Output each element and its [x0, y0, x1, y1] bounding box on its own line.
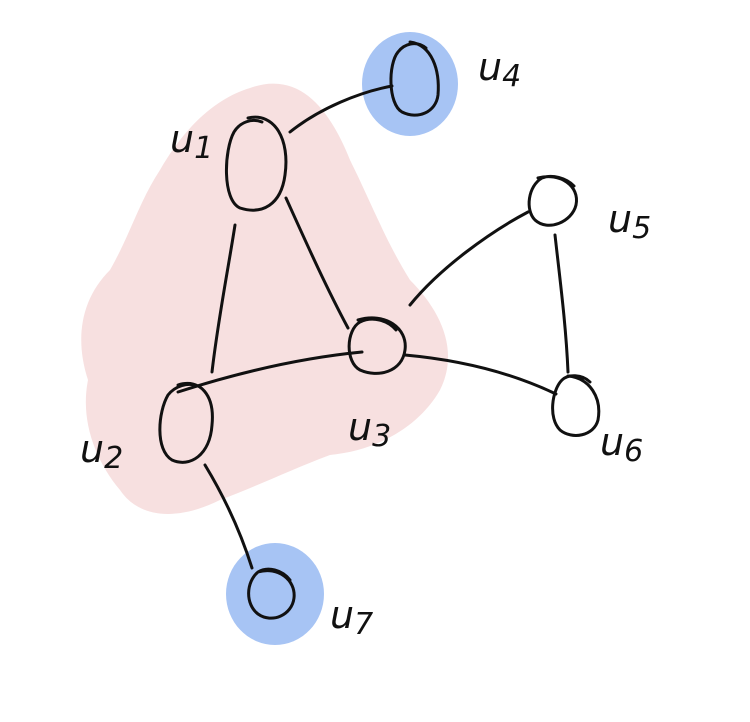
edge-u1-u4	[288, 84, 394, 134]
label-u3-index: 3	[372, 419, 391, 454]
label-u3: u3	[348, 405, 391, 454]
edge-u1-u3	[284, 196, 350, 330]
label-u1: u1	[170, 117, 213, 166]
label-u7-letter: u	[330, 593, 354, 637]
label-u6: u6	[600, 420, 643, 469]
node-labels: u1 u2 u3 u4 u5 u6 u7	[80, 45, 651, 642]
label-u1-letter: u	[170, 117, 194, 161]
edge-u5-u6	[553, 233, 570, 374]
node-u2[interactable]	[158, 382, 214, 464]
cluster-highlight	[81, 83, 449, 514]
nodes	[158, 40, 601, 620]
label-u7: u7	[330, 593, 373, 642]
label-u6-index: 6	[624, 434, 643, 469]
label-u4: u4	[478, 45, 521, 94]
node-u6[interactable]	[551, 374, 601, 437]
label-u5-letter: u	[608, 197, 632, 241]
edge-u3-u6	[403, 353, 558, 396]
label-u2-index: 2	[104, 441, 123, 476]
node-u4[interactable]	[389, 40, 440, 117]
label-u4-letter: u	[478, 45, 502, 89]
label-u5: u5	[608, 197, 651, 246]
node-u7[interactable]	[247, 567, 296, 620]
label-u5-index: 5	[632, 211, 651, 246]
node-u4-highlight	[362, 32, 458, 136]
label-u2-letter: u	[80, 427, 104, 471]
label-u4-index: 4	[502, 59, 521, 94]
node-u3[interactable]	[347, 316, 407, 375]
label-u3-letter: u	[348, 405, 372, 449]
node-u5[interactable]	[527, 174, 578, 227]
label-u6-letter: u	[600, 420, 624, 464]
label-u7-index: 7	[354, 607, 373, 642]
node-u1[interactable]	[225, 115, 288, 212]
label-u2: u2	[80, 427, 123, 476]
label-u1-index: 1	[194, 131, 213, 166]
edge-u2-u7	[203, 463, 254, 570]
edge-u1-u2	[210, 223, 237, 374]
edge-u3-u5	[408, 210, 530, 307]
edges	[176, 84, 570, 570]
node-u7-highlight	[226, 543, 324, 645]
edge-u2-u3	[176, 350, 364, 394]
